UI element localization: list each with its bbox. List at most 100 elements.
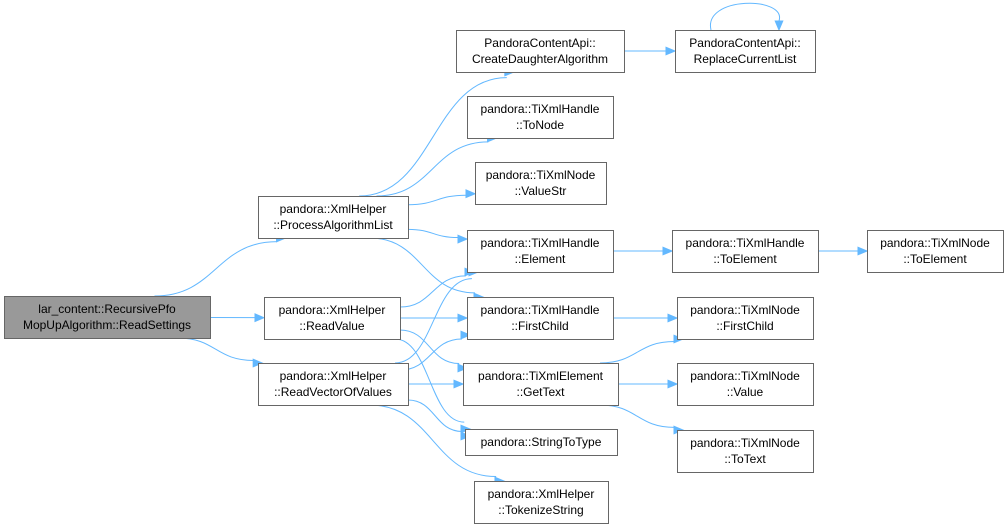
node-box — [456, 30, 625, 73]
node-valuestr[interactable]: pandora::TiXmlNode::ValueStr — [475, 162, 607, 205]
edge-htoelement-to-ntoelement — [818, 246, 869, 256]
call-graph-nodes: lar_content::RecursivePfoMopUpAlgorithm:… — [4, 30, 1004, 524]
arrow-head-icon — [857, 246, 869, 256]
edge-readvec-to-gettext — [408, 379, 465, 389]
node-label-line: pandora::StringToType — [481, 435, 602, 449]
node-label-line: ::ToElement — [903, 252, 967, 266]
node-box — [475, 162, 607, 205]
node-box — [465, 429, 618, 456]
edge-line — [599, 341, 675, 364]
edge-line — [399, 338, 462, 371]
node-proc[interactable]: pandora::XmlHelper::ProcessAlgorithmList — [258, 196, 409, 239]
arrow-head-icon — [254, 313, 266, 323]
node-box — [672, 230, 819, 273]
edge-helement-to-htoelement — [613, 246, 674, 256]
edge-root-to-readvec — [177, 337, 264, 368]
node-label-line: pandora::TiXmlNode — [486, 168, 596, 182]
node-createdau[interactable]: PandoraContentApi::CreateDaughterAlgorit… — [456, 30, 625, 73]
edge-root-to-readval — [209, 313, 266, 323]
node-label-line: ::ReadValue — [299, 319, 364, 333]
node-label-line: pandora::TiXmlNode — [690, 303, 800, 317]
node-label-line: pandora::TiXmlNode — [880, 236, 990, 250]
node-label-line: ::ToNode — [516, 118, 564, 132]
node-label-line: ::ReadVectorOfValues — [274, 385, 392, 399]
node-label-line: ::ValueStr — [515, 184, 567, 198]
node-helement[interactable]: pandora::TiXmlHandle::Element — [467, 230, 614, 273]
arrow-head-icon — [465, 189, 477, 199]
edge-createdau-to-replace — [624, 46, 677, 56]
edge-readvec-to-strtotype — [407, 399, 472, 441]
node-label-line: ::ToText — [724, 452, 766, 466]
node-box — [467, 96, 614, 139]
node-tokenize[interactable]: pandora::XmlHelper::TokenizeString — [474, 481, 609, 524]
node-label-line: ::TokenizeString — [498, 503, 583, 517]
node-hfirstchild[interactable]: pandora::TiXmlHandle::FirstChild — [467, 297, 614, 340]
arrow-head-icon — [460, 330, 472, 340]
node-label-line: ::Element — [515, 252, 566, 266]
node-strtotype[interactable]: pandora::StringToType — [465, 429, 618, 456]
node-label-line: pandora::TiXmlHandle — [481, 236, 600, 250]
node-box — [467, 297, 614, 340]
node-label-line: pandora::XmlHelper — [279, 303, 386, 317]
node-box — [677, 363, 814, 406]
node-box — [4, 296, 211, 339]
node-label-line: pandora::TiXmlNode — [690, 369, 800, 383]
node-box — [677, 430, 814, 473]
node-root[interactable]: lar_content::RecursivePfoMopUpAlgorithm:… — [4, 296, 211, 339]
node-ntoelement[interactable]: pandora::TiXmlNode::ToElement — [867, 230, 1004, 273]
node-label-line: CreateDaughterAlgorithm — [472, 52, 608, 66]
arrow-head-icon — [667, 379, 679, 389]
node-replace[interactable]: PandoraContentApi::ReplaceCurrentList — [675, 30, 816, 73]
node-label-line: lar_content::RecursivePfo — [38, 302, 176, 316]
node-label-line: pandora::TiXmlHandle — [481, 102, 600, 116]
edge-line — [154, 241, 278, 297]
node-label-line: pandora::TiXmlElement — [478, 369, 604, 383]
node-box — [258, 363, 409, 406]
node-gettext[interactable]: pandora::TiXmlElement::GetText — [463, 363, 619, 406]
node-label-line: ReplaceCurrentList — [694, 52, 797, 66]
node-readval[interactable]: pandora::XmlHelper::ReadValue — [264, 297, 401, 340]
arrow-head-icon — [457, 234, 469, 244]
edge-line — [394, 338, 465, 423]
node-box — [677, 297, 814, 340]
edge-line — [599, 404, 675, 428]
node-nvalue[interactable]: pandora::TiXmlNode::Value — [677, 363, 814, 406]
node-htoelement[interactable]: pandora::TiXmlHandle::ToElement — [672, 230, 819, 273]
node-label-line: pandora::XmlHelper — [280, 369, 387, 383]
node-box — [474, 481, 609, 524]
node-label-line: ::ToElement — [713, 252, 777, 266]
node-nfirstchild[interactable]: pandora::TiXmlNode::FirstChild — [677, 297, 814, 340]
edge-line — [710, 2, 780, 31]
node-label-line: pandora::XmlHelper — [280, 202, 387, 216]
node-label-line: PandoraContentApi:: — [484, 36, 595, 50]
arrow-head-icon — [457, 313, 469, 323]
arrow-head-icon — [457, 363, 469, 373]
edge-line — [376, 141, 489, 197]
node-label-line: pandora::TiXmlHandle — [686, 236, 805, 250]
node-label-line: ::Value — [727, 385, 764, 399]
node-label-line: ::FirstChild — [716, 319, 773, 333]
edge-line — [394, 278, 472, 364]
node-tonode[interactable]: pandora::TiXmlHandle::ToNode — [467, 96, 614, 139]
arrow-head-icon — [252, 358, 264, 368]
edge-line — [369, 237, 476, 294]
arrow-head-icon — [662, 246, 674, 256]
node-box — [867, 230, 1004, 273]
node-label-line: MopUpAlgorithm::ReadSettings — [23, 318, 191, 332]
node-readvec[interactable]: pandora::XmlHelper::ReadVectorOfValues — [258, 363, 409, 406]
node-label-line: ::FirstChild — [511, 319, 568, 333]
edge-line — [407, 194, 467, 206]
node-box — [463, 363, 619, 406]
edge-hfirstchild-to-nfirstchild — [613, 313, 679, 323]
node-box — [264, 297, 401, 340]
arrow-head-icon — [453, 379, 465, 389]
node-ntotext[interactable]: pandora::TiXmlNode::ToText — [677, 430, 814, 473]
edge-readvec-to-hfirstchild — [399, 330, 472, 371]
edge-readval-to-helement — [399, 267, 476, 308]
arrow-head-icon — [665, 46, 677, 56]
edge-line — [407, 228, 459, 239]
edge-line — [359, 77, 507, 197]
node-label-line: PandoraContentApi:: — [689, 36, 800, 50]
edge-line — [177, 337, 254, 361]
